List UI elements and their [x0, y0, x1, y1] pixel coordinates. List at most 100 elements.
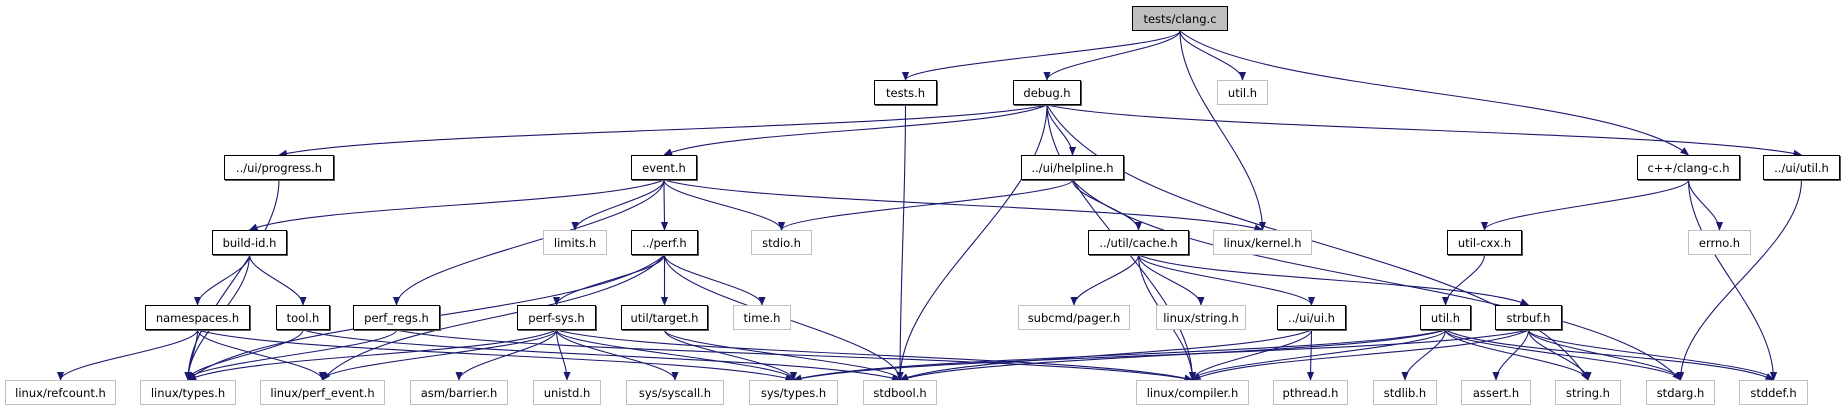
edge-helpline-h-to-stdio-h	[778, 179, 1074, 231]
node-pthread-h: pthread.h	[1273, 380, 1348, 405]
edge-tool-h-to-stdbool-h	[302, 329, 901, 382]
node-label: linux/string.h	[1163, 310, 1239, 325]
edge-progress-h-to-ltypes-h	[184, 179, 280, 381]
node-label: perf-sys.h	[528, 310, 585, 325]
node-label: stddef.h	[1750, 385, 1797, 400]
node-label: ../ui/helpline.h	[1031, 160, 1114, 175]
node-label: event.h	[642, 160, 686, 175]
edge-perf-h-to-perfevent-h	[321, 254, 665, 381]
node-label: util.h	[1227, 85, 1258, 100]
node-label: sys/types.h	[760, 385, 827, 400]
edge-perfsys-h-to-systypes-h	[555, 329, 797, 381]
node-label: linux/refcount.h	[15, 385, 106, 400]
node-tool-h[interactable]: tool.h	[276, 305, 330, 330]
node-unistd-h: unistd.h	[533, 380, 601, 405]
node-event-h[interactable]: event.h	[631, 155, 697, 180]
node-label: c++/clang-c.h	[1647, 160, 1730, 175]
edge-perfsys-h-to-barrier-h	[455, 329, 558, 381]
edge-clang-c-to-clangc-h	[1179, 30, 1690, 156]
node-perfsys-h[interactable]: perf-sys.h	[517, 305, 596, 330]
node-label: perf_regs.h	[364, 310, 429, 325]
edge-target-h-to-stdbool-h	[663, 329, 904, 381]
node-util-h[interactable]: util.h	[1420, 305, 1471, 330]
edge-util-h-to-stdlib-h	[1401, 329, 1447, 381]
node-label: time.h	[743, 310, 781, 325]
edge-strbuf-h-to-compiler-h	[1191, 329, 1529, 381]
edge-clangc-h-to-utilcxx-h	[1480, 179, 1690, 231]
edge-target-h-to-systypes-h	[663, 329, 798, 381]
edge-event-h-to-perfregs-h	[392, 179, 665, 306]
node-label: debug.h	[1023, 85, 1071, 100]
node-limits-h: limits.h	[543, 230, 607, 255]
edge-namespaces-h-to-refcount-h	[56, 329, 199, 381]
node-barrier-h: asm/barrier.h	[410, 380, 508, 405]
node-buildid-h[interactable]: build-id.h	[212, 230, 287, 255]
edge-perfsys-h-to-syscall-h	[555, 329, 679, 381]
edge-clang-c-to-util-h-top	[1179, 30, 1247, 81]
node-label: ../ui/util.h	[1774, 160, 1829, 175]
edge-buildid-h-to-tool-h	[248, 254, 307, 306]
node-target-h[interactable]: util/target.h	[621, 305, 708, 330]
edge-perf-h-to-time-h	[663, 254, 766, 306]
edge-util-h-to-stdarg-h	[1444, 329, 1684, 381]
node-label: limits.h	[553, 235, 597, 250]
node-label: subcmd/pager.h	[1027, 310, 1121, 325]
edge-cache-h-to-pager-h	[1070, 254, 1140, 306]
node-label: ../ui/ui.h	[1288, 310, 1335, 325]
node-label: util/target.h	[630, 310, 699, 325]
node-stdio-h: stdio.h	[751, 230, 812, 255]
node-pager-h: subcmd/pager.h	[1018, 305, 1130, 330]
edge-uiui-h-to-pthread-h	[1306, 329, 1315, 381]
node-namespaces-h[interactable]: namespaces.h	[145, 305, 250, 330]
node-clangc-h[interactable]: c++/clang-c.h	[1637, 155, 1740, 180]
edge-util-h-to-stddef-h	[1445, 329, 1775, 381]
edge-util-h-to-systypes-h	[792, 329, 1446, 382]
node-label: linux/kernel.h	[1223, 235, 1302, 250]
node-label: util-cxx.h	[1457, 235, 1512, 250]
node-strbuf-h[interactable]: strbuf.h	[1495, 305, 1562, 330]
node-utilcxx-h[interactable]: util-cxx.h	[1447, 230, 1522, 255]
edge-util-h-to-compiler-h	[1189, 329, 1447, 381]
node-progress-h[interactable]: ../ui/progress.h	[224, 155, 334, 180]
node-clang-c[interactable]: tests/clang.c	[1132, 6, 1228, 31]
edge-perfregs-h-to-compiler-h	[396, 329, 1194, 382]
edge-event-h-to-stdio-h	[663, 179, 786, 231]
node-label: tests.h	[885, 85, 926, 100]
node-label: linux/types.h	[150, 385, 226, 400]
edge-clang-c-to-debug-h	[1043, 30, 1181, 81]
edge-uiui-h-to-compiler-h	[1188, 329, 1313, 381]
node-perfregs-h[interactable]: perf_regs.h	[353, 305, 440, 330]
edge-clangc-h-to-errno-h	[1687, 179, 1724, 231]
node-label: linux/compiler.h	[1146, 385, 1239, 400]
node-debug-h[interactable]: debug.h	[1013, 80, 1081, 105]
node-tests-h[interactable]: tests.h	[874, 80, 937, 105]
edge-cache-h-to-uiui-h	[1137, 254, 1316, 306]
edge-strbuf-h-to-stdarg-h	[1527, 329, 1685, 381]
edge-tests-h-to-stdbool-h	[896, 104, 907, 381]
edge-perfsys-h-to-perfevent-h	[319, 329, 558, 381]
node-syscall-h: sys/syscall.h	[626, 380, 724, 405]
node-stdlib-h: stdlib.h	[1373, 380, 1437, 405]
edge-event-h-to-buildid-h	[248, 179, 665, 231]
node-label: stdbool.h	[873, 385, 927, 400]
node-perfevent-h: linux/perf_event.h	[260, 380, 385, 405]
node-systypes-h: sys/types.h	[749, 380, 838, 405]
edge-perfsys-h-to-compiler-h	[556, 329, 1194, 382]
node-label: build-id.h	[222, 235, 277, 250]
edge-helpline-h-to-stdarg-h	[1072, 179, 1682, 381]
edge-namespaces-h-to-perfevent-h	[196, 329, 327, 381]
edge-util-h-to-string-h	[1444, 329, 1592, 381]
node-perf-h[interactable]: ../perf.h	[631, 230, 698, 255]
edge-buildid-h-to-namespaces-h	[193, 254, 251, 306]
node-label: stdlib.h	[1383, 385, 1427, 400]
node-label: namespaces.h	[155, 310, 240, 325]
edge-strbuf-h-to-stddef-h	[1527, 329, 1777, 381]
node-helpline-h[interactable]: ../ui/helpline.h	[1021, 155, 1124, 180]
node-label: pthread.h	[1282, 385, 1339, 400]
node-uiutil-h[interactable]: ../ui/util.h	[1763, 155, 1840, 180]
edge-clang-c-to-kernel-h	[1179, 30, 1267, 231]
node-uiui-h[interactable]: ../ui/ui.h	[1277, 305, 1346, 330]
node-cache-h[interactable]: ../util/cache.h	[1088, 230, 1189, 255]
edge-perfsys-h-to-unistd-h	[555, 329, 571, 381]
